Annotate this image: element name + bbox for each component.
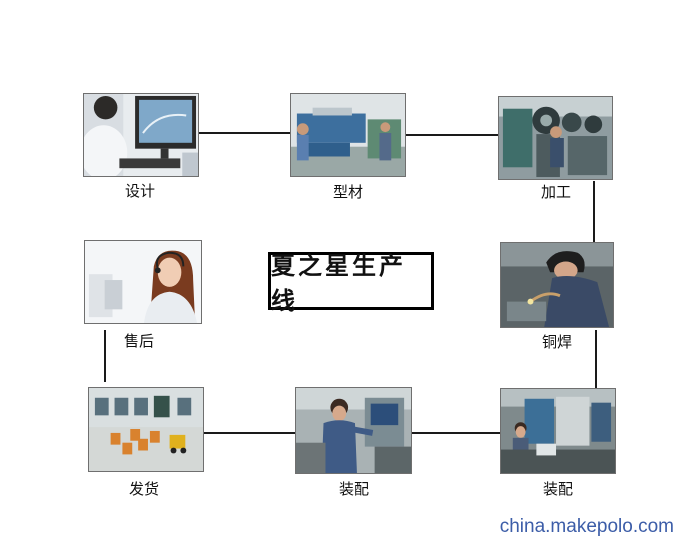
assembly-photo-middle	[295, 387, 412, 474]
connector-design-material	[198, 132, 290, 134]
machining-photo	[498, 96, 613, 180]
assembly-photo-right	[500, 388, 616, 474]
diagram-title-box: 夏之星生产线	[268, 251, 434, 315]
design-photo	[83, 93, 199, 177]
connector-machining-brazing	[593, 181, 595, 242]
after-sales-photo	[84, 240, 202, 324]
watermark-text: china.makepolo.com	[499, 516, 674, 537]
material-photo	[290, 93, 406, 177]
connector-brazing-assembly	[595, 330, 597, 388]
brazing-photo	[500, 242, 614, 328]
diagram-title: 夏之星生产线	[271, 251, 406, 315]
step-label-machining: 加工	[540, 183, 571, 201]
step-label-assembly-middle: 装配	[338, 480, 369, 498]
connector-assembly-assembly	[412, 432, 500, 434]
step-label-assembly-right: 装配	[542, 480, 573, 498]
connector-material-machining	[405, 134, 498, 136]
step-label-material: 型材	[332, 183, 363, 201]
step-label-after-sales: 售后	[123, 332, 154, 350]
connector-assembly-shipping	[204, 432, 295, 434]
step-label-design: 设计	[124, 182, 155, 200]
step-label-brazing: 铜焊	[541, 333, 572, 351]
shipping-photo	[88, 387, 204, 472]
connector-shipping-aftersales	[104, 330, 106, 382]
step-label-shipping: 发货	[128, 480, 159, 498]
